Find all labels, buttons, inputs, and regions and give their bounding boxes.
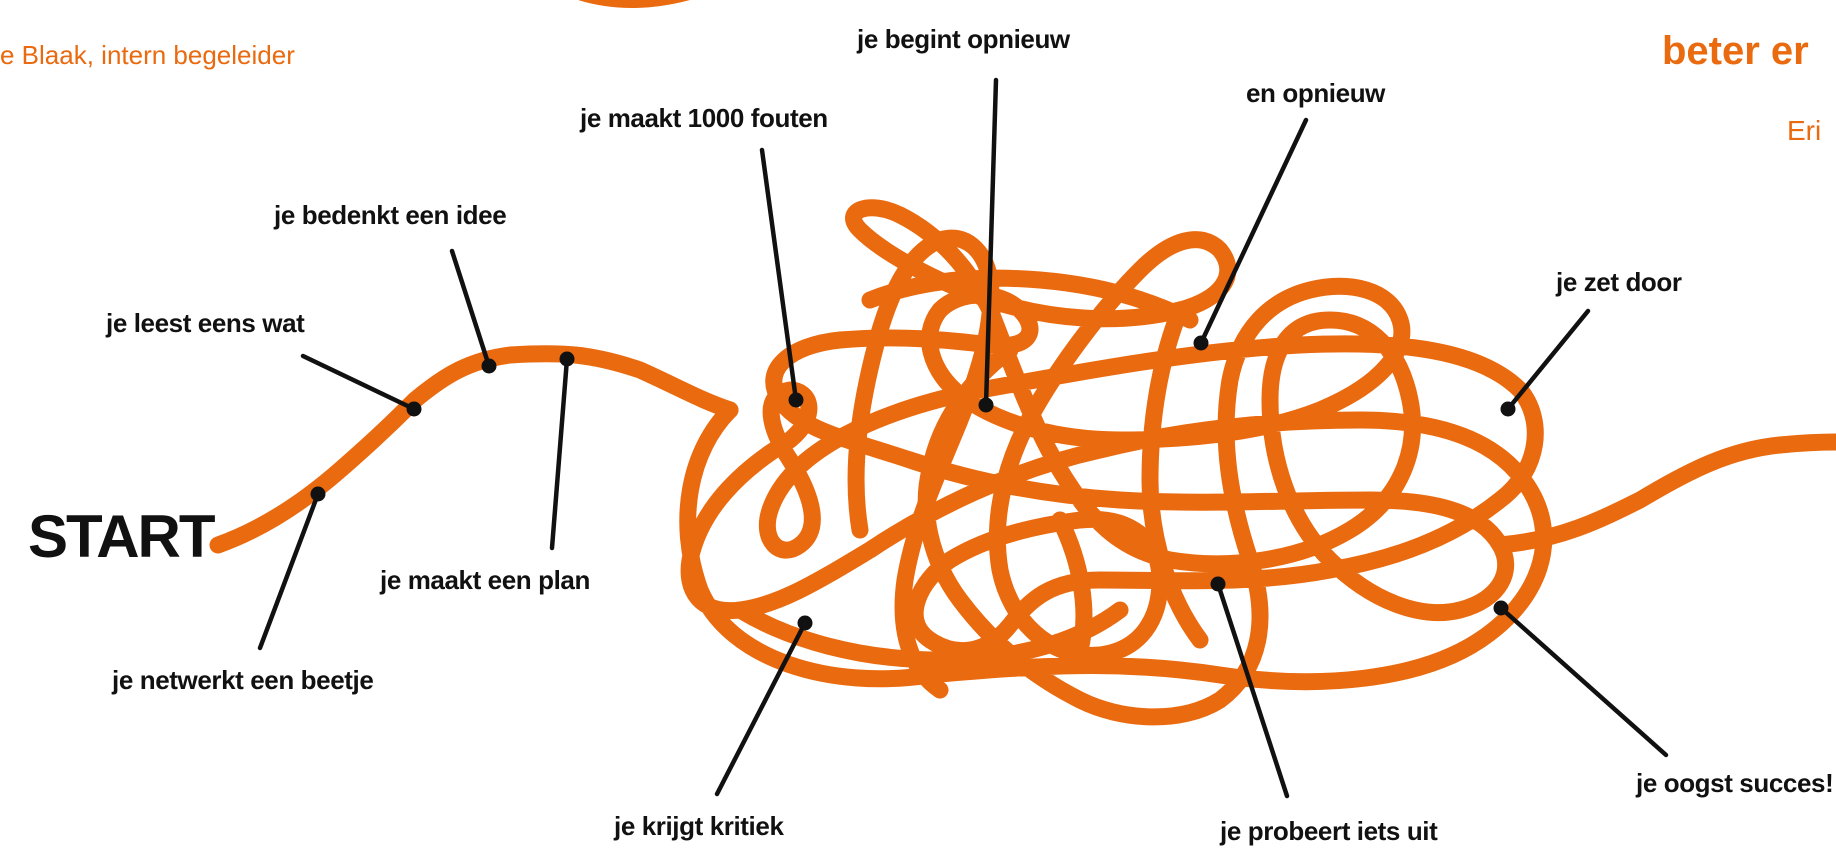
step-label-probeert: je probeert iets uit [1219,816,1438,846]
step-succes: je oogst succes! [1494,601,1834,799]
step-kritiek: je krijgt kritiek [613,616,813,842]
left-caption: e Blaak, intern begeleider [0,40,295,70]
step-label-succes: je oogst succes! [1635,768,1833,798]
step-label-fouten: je maakt 1000 fouten [579,103,828,133]
step-label-opnieuw: en opnieuw [1246,78,1386,108]
rope-exit-segment [1500,442,1836,545]
step-label-leest: je leest eens wat [105,308,305,338]
step-label-netwerkt: je netwerkt een beetje [111,665,373,695]
pointer-dot [1194,336,1209,351]
step-opnieuw: en opnieuw [1194,78,1387,351]
pointer-line [1501,608,1666,755]
start-label: START [28,503,215,570]
right-subtitle: Eri [1787,115,1821,146]
step-label-begint: je begint opnieuw [856,24,1071,54]
step-label-kritiek: je krijgt kritiek [613,811,784,841]
pointer-dot [482,359,497,374]
top-circle-fragment [578,0,690,8]
pointer-line [303,356,414,409]
pointer-dot [407,402,422,417]
pointer-dot [1501,402,1516,417]
pointer-line [1508,311,1588,409]
right-title: beter er [1662,29,1809,73]
pointer-dot [1494,601,1509,616]
pointer-line [452,251,489,366]
pointer-dot [789,393,804,408]
pointer-dot [560,352,575,367]
pointer-line [552,359,567,548]
rope-start-segment [218,354,730,545]
pointer-line [1201,120,1306,343]
pointer-dot [798,616,813,631]
pointer-dot [979,398,994,413]
pointer-dot [311,487,326,502]
step-bedenkt: je bedenkt een idee [273,200,506,374]
step-probeert: je probeert iets uit [1211,577,1439,847]
step-leest: je leest eens wat [105,308,422,417]
step-label-zet-door: je zet door [1555,267,1682,297]
step-label-plan: je maakt een plan [379,565,590,595]
step-label-bedenkt: je bedenkt een idee [273,200,506,230]
pointer-dot [1211,577,1226,592]
step-plan: je maakt een plan [379,352,590,596]
